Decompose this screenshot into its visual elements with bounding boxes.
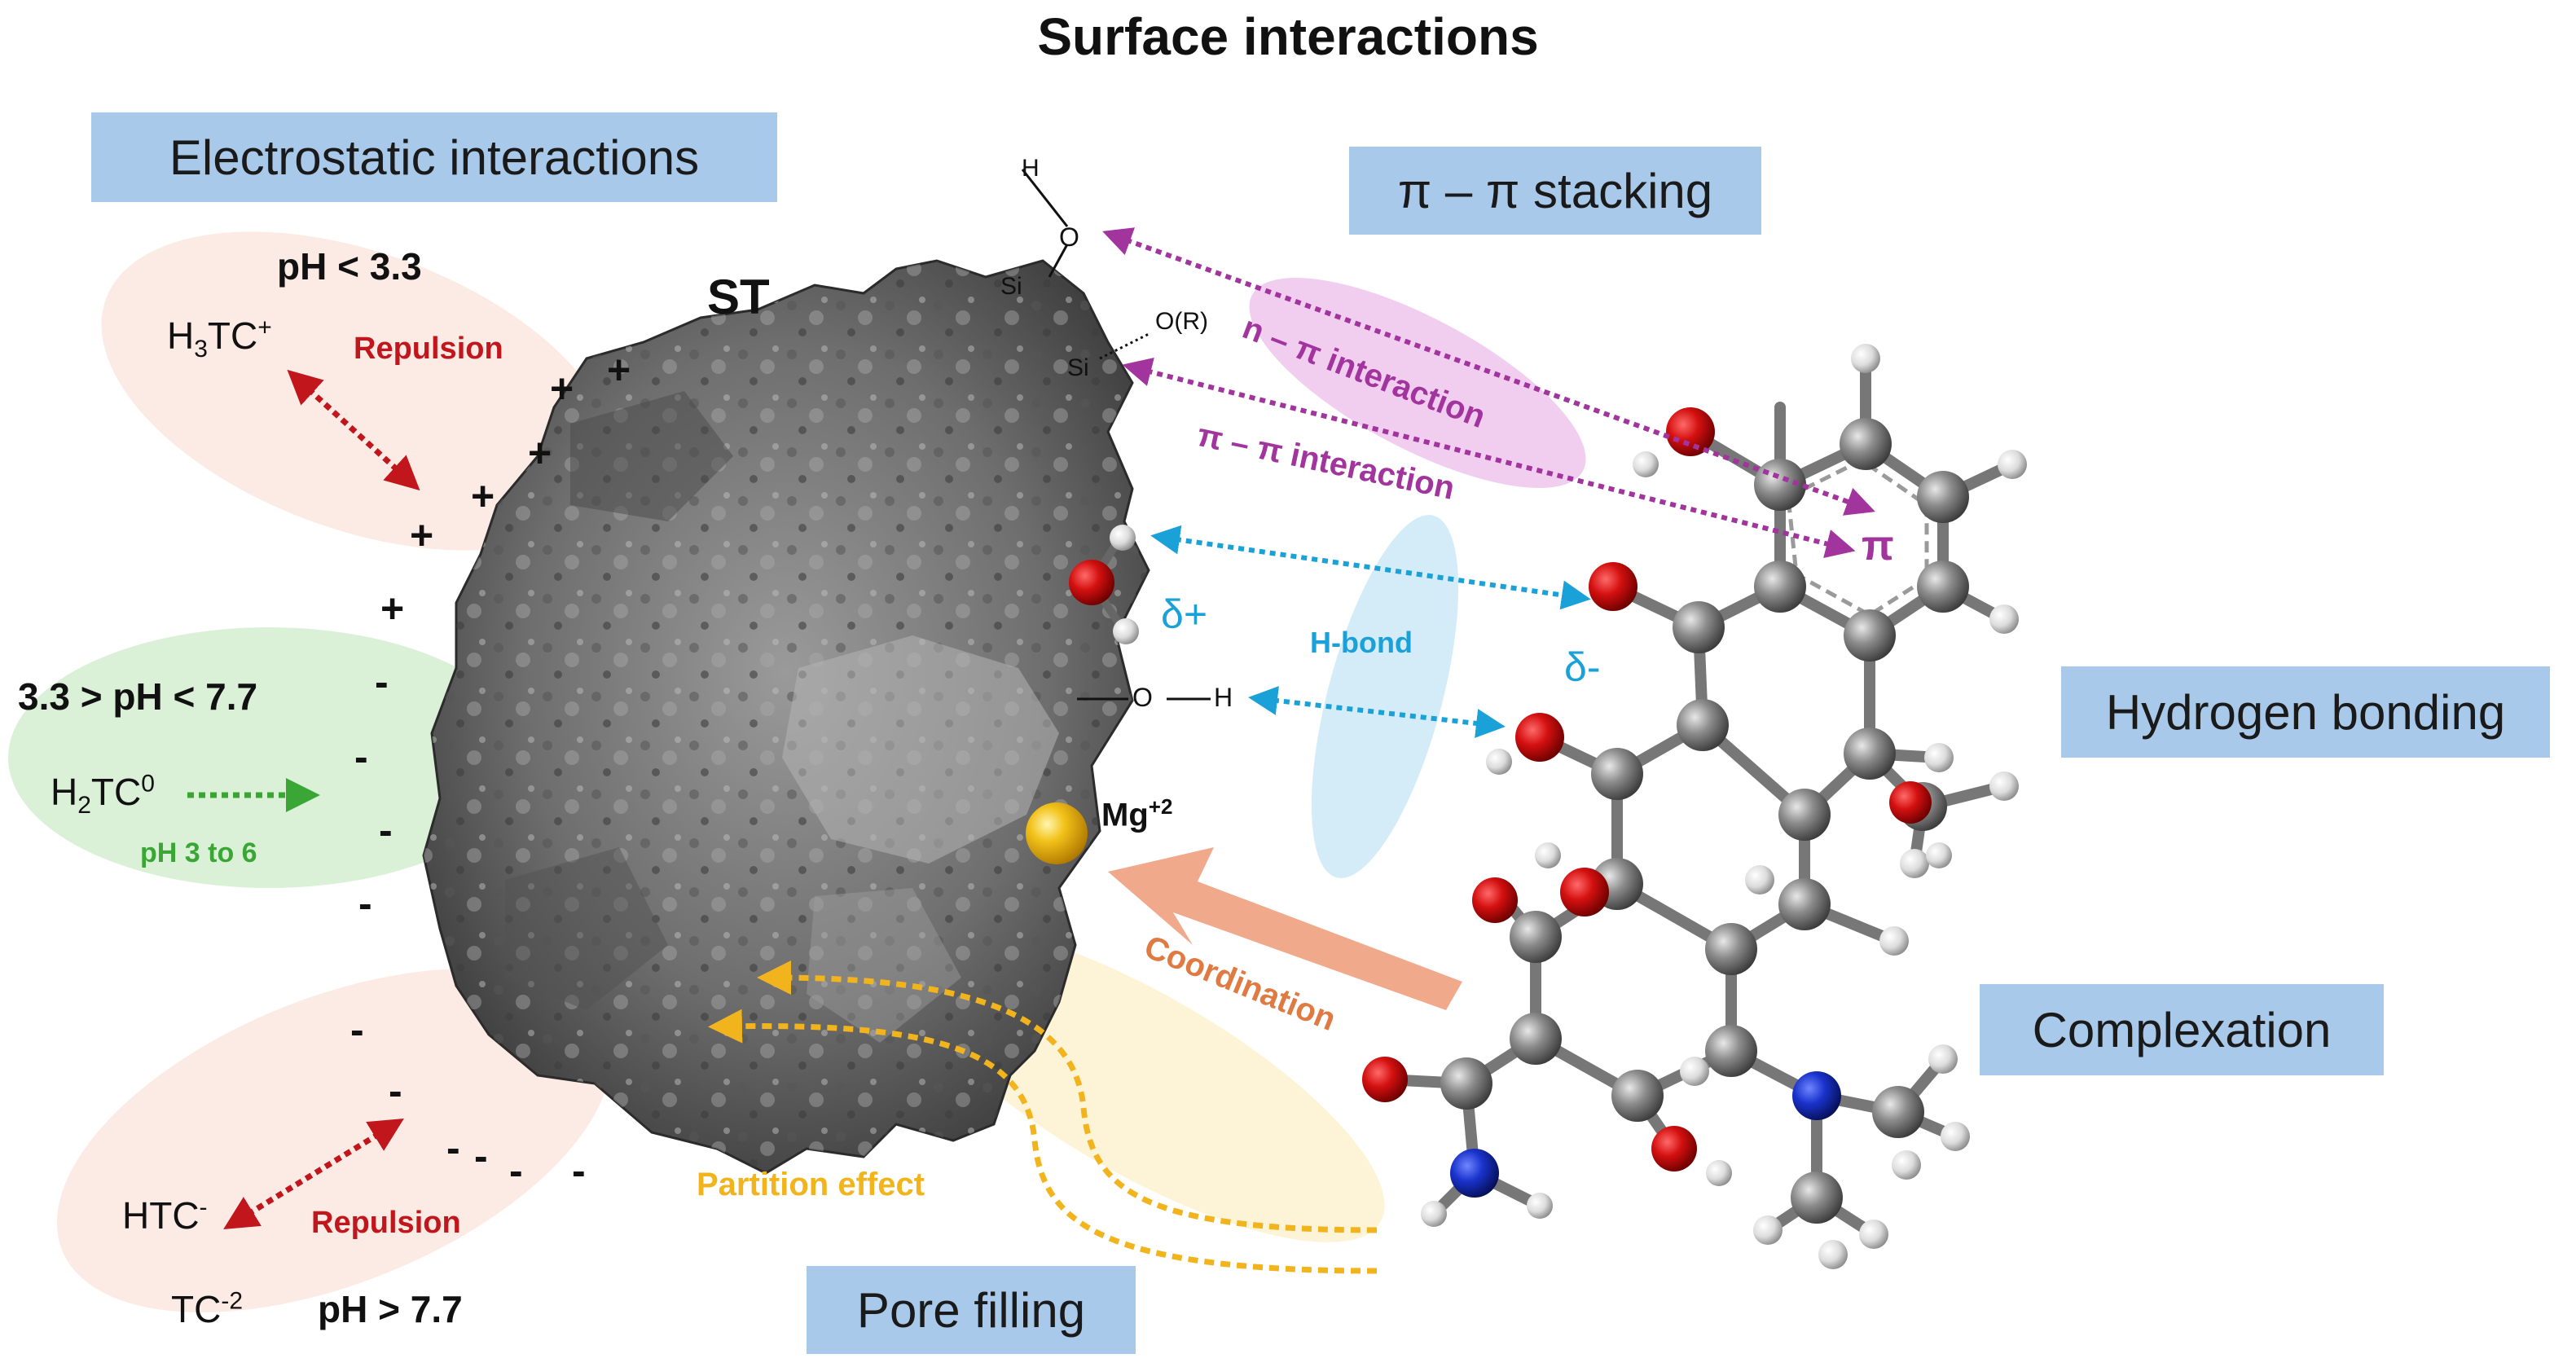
partition-effect-label: Partition effect [697, 1167, 925, 1202]
pi-pi-arrow [1122, 357, 1856, 559]
hydrogen-bonding-box: Hydrogen bonding [2061, 666, 2550, 758]
minus-sign: - [389, 1068, 402, 1114]
pore-filling-curve-1 [757, 960, 1378, 1233]
repulsion-arrow-top [287, 369, 420, 491]
silanol-h: H [1022, 155, 1040, 182]
silanol-si-top: Si [1000, 273, 1022, 300]
oh-h-label: H [1214, 683, 1233, 712]
oh-o-label: O [1132, 683, 1153, 712]
minus-sign: - [354, 734, 368, 780]
silanol-or: O(R) [1155, 308, 1208, 335]
silanol-si-bottom: Si [1067, 354, 1089, 381]
tc-species: TC-2 [171, 1287, 244, 1330]
pore-filling-curve-2 [708, 1009, 1378, 1274]
mg-ion [1026, 802, 1088, 864]
st-label: ST [707, 270, 770, 324]
pi-symbol: π [1862, 522, 1894, 569]
silanol-groups [1021, 169, 1150, 360]
ph-range-label: pH 3 to 6 [140, 837, 257, 868]
complexation-box: Complexation [1980, 984, 2384, 1075]
minus-sign: - [350, 1007, 364, 1053]
minus-sign: - [375, 659, 389, 705]
repulsion-label-bottom: Repulsion [311, 1206, 461, 1240]
plus-sign: + [607, 347, 631, 393]
delta-minus: δ- [1564, 644, 1601, 690]
hbond-arrow-bottom [1248, 686, 1506, 738]
silanol-o: O [1059, 222, 1079, 252]
plus-sign: + [550, 366, 574, 411]
h2tc-species: H2TC0 [51, 770, 155, 820]
minus-sign: - [446, 1125, 460, 1171]
plus-sign: + [528, 430, 552, 476]
plus-sign: + [380, 586, 405, 631]
diagram-title: Surface interactions [1037, 7, 1539, 66]
plus-sign: + [410, 512, 434, 558]
coordination-arrow [1108, 847, 1462, 1010]
electrostatic-box: Electrostatic interactions [91, 112, 777, 202]
mid-ph-region [8, 627, 530, 888]
low-ph-condition: pH < 3.3 [277, 245, 422, 288]
minus-sign: - [509, 1148, 523, 1193]
st-particle [422, 259, 1150, 1175]
htc-species: HTC- [122, 1193, 208, 1237]
plus-sign: + [471, 473, 495, 519]
minus-sign: - [572, 1148, 586, 1193]
pi-stacking-box: π – π stacking [1349, 147, 1761, 235]
repulsion-label-top: Repulsion [354, 332, 503, 366]
delta-plus: δ+ [1161, 591, 1208, 637]
h3tc-species: H3TC+ [167, 314, 272, 363]
pore-filling-box: Pore filling [807, 1266, 1136, 1354]
high-ph-condition: pH > 7.7 [318, 1288, 463, 1330]
hbond-label: H-bond [1310, 626, 1413, 659]
minus-sign: - [379, 807, 393, 853]
mid-ph-condition: 3.3 > pH < 7.7 [18, 675, 258, 718]
minus-sign: - [474, 1133, 488, 1179]
minus-sign: - [358, 881, 372, 926]
mg-label: Mg+2 [1101, 794, 1173, 833]
